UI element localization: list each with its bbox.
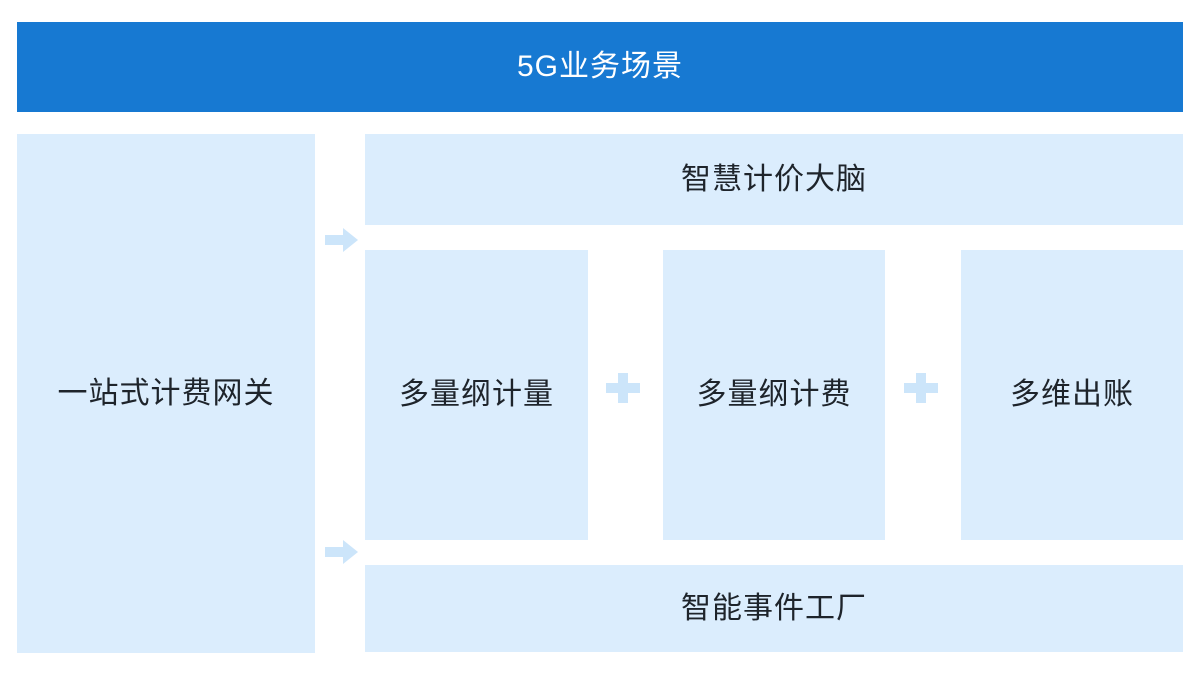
header-title: 5G业务场景 [516, 50, 684, 83]
event-factory-box: 智能事件工厂 [365, 565, 1183, 652]
arrow-right-icon [325, 228, 358, 252]
plus-icon [904, 373, 938, 403]
event-factory-label: 智能事件工厂 [681, 591, 867, 625]
billing-gateway-label: 一站式计费网关 [57, 376, 275, 410]
plus-icon [606, 373, 640, 403]
billing-gateway-box: 一站式计费网关 [17, 134, 315, 653]
header-banner: 5G业务场景 [17, 22, 1183, 112]
metering-box: 多量纲计量 [365, 250, 588, 540]
invoicing-label: 多维出账 [1010, 378, 1134, 411]
pricing-brain-box: 智慧计价大脑 [365, 134, 1183, 225]
charging-label: 多量纲计费 [696, 378, 852, 411]
metering-label: 多量纲计量 [399, 378, 554, 411]
charging-box: 多量纲计费 [663, 250, 885, 540]
arrow-right-icon [325, 540, 358, 564]
invoicing-box: 多维出账 [961, 250, 1183, 540]
pricing-brain-label: 智慧计价大脑 [681, 162, 867, 196]
